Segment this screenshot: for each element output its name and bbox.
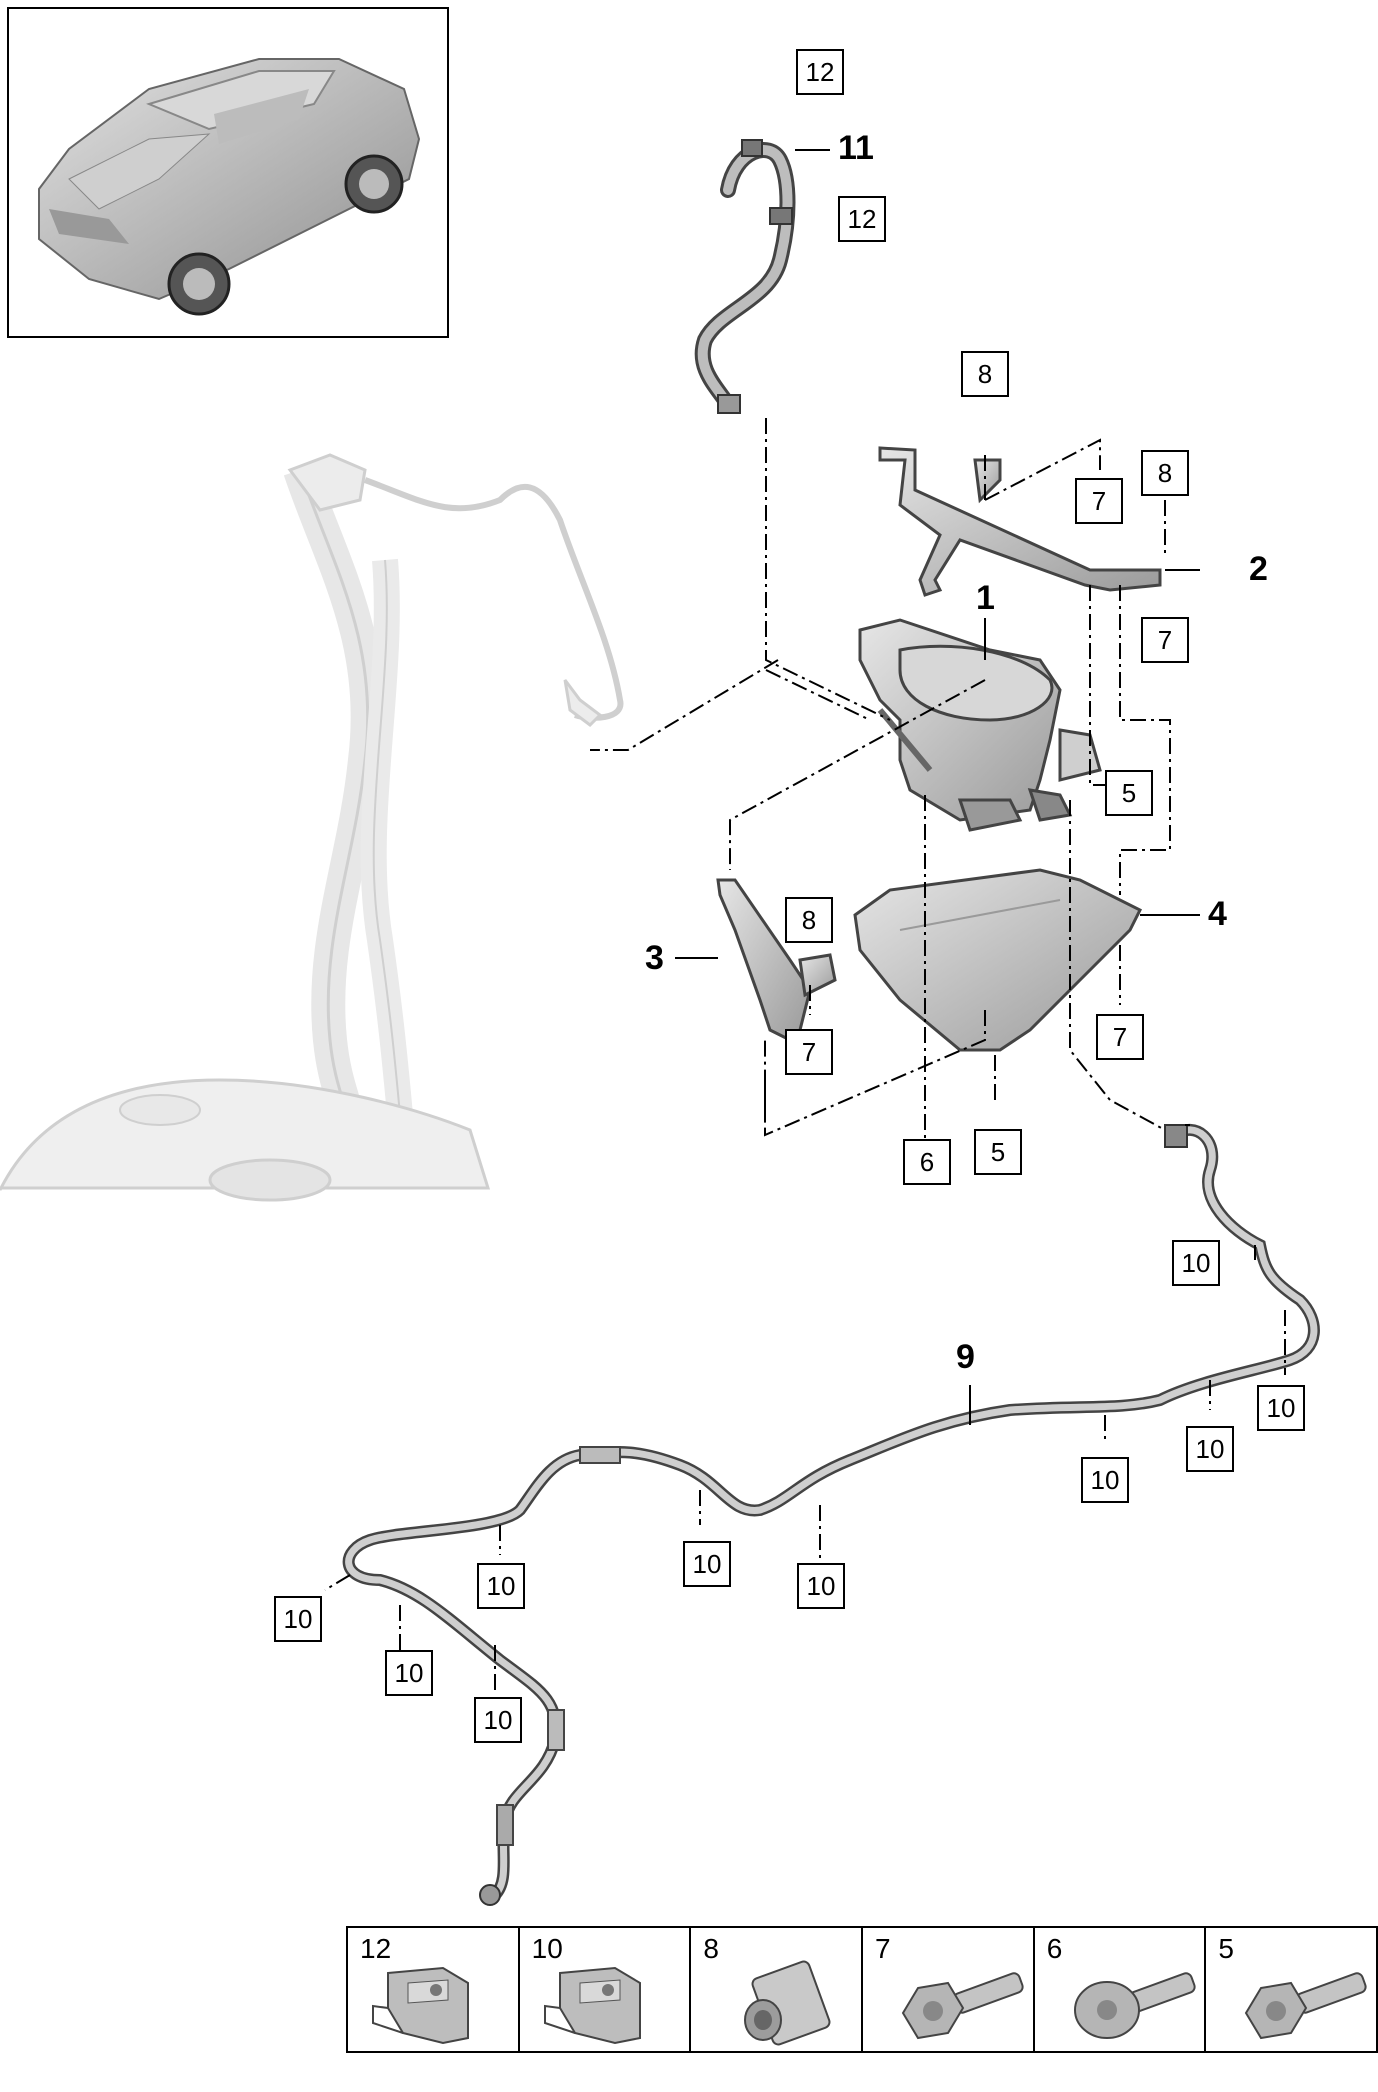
callout-5-b[interactable]: 5 [974, 1129, 1022, 1175]
callout-10-a[interactable]: 10 [1172, 1240, 1220, 1286]
legend-number: 6 [1046, 1933, 1063, 1964]
callout-7-d[interactable]: 7 [1096, 1014, 1144, 1060]
ghost-fuel-filler [0, 453, 624, 1202]
legend-number: 10 [531, 1933, 563, 1964]
clip-icon [543, 1966, 641, 2045]
part-label-9[interactable]: 9 [956, 1338, 975, 1376]
hex-bolt-icon [901, 1972, 1024, 2040]
legend-number: 5 [1218, 1933, 1234, 1964]
callout-10-c[interactable]: 10 [1186, 1426, 1234, 1472]
legend-item-8[interactable]: 8 [691, 1928, 864, 2051]
callout-10-d[interactable]: 10 [1081, 1457, 1129, 1503]
callout-10-g[interactable]: 10 [477, 1563, 525, 1609]
callout-10-j[interactable]: 10 [474, 1697, 522, 1743]
callout-10-e[interactable]: 10 [683, 1541, 731, 1587]
callout-7-a[interactable]: 7 [1075, 478, 1123, 524]
callout-8-b[interactable]: 8 [1141, 450, 1189, 496]
legend-number: 12 [360, 1933, 392, 1964]
callout-6[interactable]: 6 [903, 1139, 951, 1185]
callout-12-top[interactable]: 12 [796, 49, 844, 95]
legend-number: 7 [875, 1933, 891, 1964]
callout-8-c[interactable]: 8 [785, 897, 833, 943]
vehicle-image [38, 58, 421, 316]
callout-8-top[interactable]: 8 [961, 351, 1009, 397]
hex-bolt-icon [1245, 1972, 1367, 2040]
label-leaders [675, 149, 1200, 1425]
bracket-3 [716, 878, 837, 1042]
heat-shield-4 [853, 868, 1143, 1052]
callout-10-f[interactable]: 10 [797, 1563, 845, 1609]
legend-item-12[interactable]: 12 [348, 1928, 520, 2051]
legend-item-10[interactable]: 10 [520, 1928, 692, 2051]
callout-7-b[interactable]: 7 [1141, 617, 1189, 663]
callout-7-c[interactable]: 7 [785, 1029, 833, 1075]
callout-10-h[interactable]: 10 [274, 1596, 322, 1642]
nut-icon [744, 1960, 831, 2046]
callout-10-b[interactable]: 10 [1257, 1385, 1305, 1431]
part-label-1[interactable]: 1 [976, 579, 995, 617]
vehicle-inset [7, 7, 449, 338]
fuel-line [342, 1124, 1320, 1906]
legend-item-7[interactable]: 7 [863, 1928, 1035, 2051]
part-label-2[interactable]: 2 [1249, 550, 1268, 588]
part-label-3[interactable]: 3 [645, 939, 664, 977]
legend-number: 8 [703, 1933, 719, 1964]
callout-5-a[interactable]: 5 [1105, 770, 1153, 816]
part-label-11[interactable]: 11 [838, 129, 874, 167]
callout-10-i[interactable]: 10 [385, 1650, 433, 1696]
clip-icon [372, 1966, 469, 2045]
vent-hose [694, 139, 796, 414]
torx-bolt-icon [1073, 1972, 1196, 2039]
carbon-canister [858, 618, 1102, 832]
bracket-2 [878, 446, 1162, 597]
part-label-4[interactable]: 4 [1208, 895, 1227, 933]
legend-item-6[interactable]: 6 [1035, 1928, 1207, 2051]
legend-item-5[interactable]: 5 [1206, 1928, 1376, 2051]
callout-12-mid[interactable]: 12 [838, 196, 886, 242]
hardware-legend: 12 10 8 7 6 5 [346, 1926, 1378, 2053]
assembly-lines [324, 418, 1286, 1695]
